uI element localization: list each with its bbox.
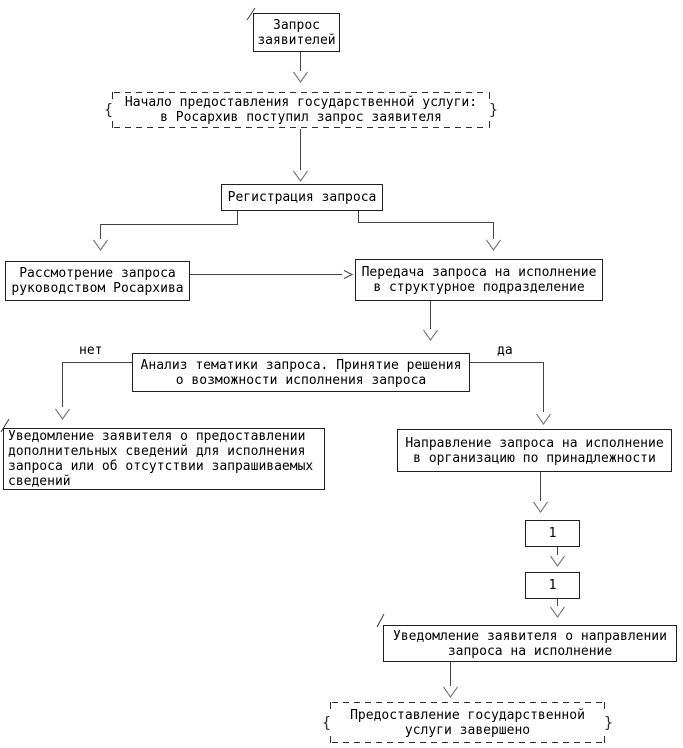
corner-tick	[330, 736, 331, 743]
right-brace: }	[488, 100, 498, 119]
arrow-down-icon	[93, 239, 108, 251]
corner-tick	[489, 92, 490, 99]
left-brace: {	[104, 100, 114, 119]
node-label: Рассмотрение запроса руководством Росарх…	[11, 266, 184, 296]
node-label: Начало предоставления государственной ус…	[124, 95, 478, 125]
node-forward-to-org: Направление запроса на исполнение в орга…	[397, 429, 672, 472]
node-applicant-request: Запрос заявителей	[253, 13, 340, 52]
node-label: Передача запроса на исполнение в структу…	[361, 265, 597, 295]
node-label: Запрос заявителей	[257, 17, 336, 48]
node-label: Направление запроса на исполнение в орга…	[405, 435, 664, 466]
arrow-down-icon	[55, 408, 70, 420]
node-registration: Регистрация запроса	[221, 184, 383, 211]
node-service-end: { } Предоставление государственной услуг…	[322, 702, 613, 743]
node-label: 1	[548, 578, 557, 593]
arrow-down-icon	[486, 239, 501, 251]
arrow-down-icon	[423, 329, 438, 341]
arrow-down-icon	[550, 606, 565, 618]
right-brace: }	[603, 713, 613, 731]
arrow-down-icon	[533, 501, 548, 513]
branch-label-yes: да	[497, 343, 513, 358]
corner-tick	[330, 702, 331, 709]
dashed-border	[332, 702, 603, 703]
corner-tick	[112, 92, 113, 99]
arrow-down-icon	[443, 686, 458, 698]
connector-registration-to-review	[100, 211, 238, 239]
corner-tick	[489, 121, 490, 128]
node-label: Уведомление заявителя о направлении запр…	[393, 628, 667, 659]
node-label: Анализ тематики запроса. Принятие решени…	[140, 357, 462, 388]
dashed-border	[332, 742, 603, 743]
node-review-by-management: Рассмотрение запроса руководством Росарх…	[5, 261, 190, 301]
node-page-connector-1: 1	[525, 520, 580, 547]
connector-registration-to-transfer	[358, 211, 494, 239]
node-notify-additional-info: Уведомление заявителя о предоставлении д…	[3, 428, 325, 490]
dashed-border	[114, 127, 488, 128]
node-service-start: { } Начало предоставления государственно…	[104, 92, 498, 128]
arrow-right-icon	[343, 270, 354, 279]
branch-label-no: нет	[79, 343, 103, 358]
arrowhead-right	[343, 270, 354, 279]
node-label: Уведомление заявителя о предоставлении д…	[8, 429, 314, 489]
arrow-down-icon	[293, 71, 308, 83]
node-page-connector-2: 1	[525, 572, 580, 599]
node-label: Предоставление государственной услуги за…	[350, 707, 585, 738]
left-brace: {	[322, 713, 332, 731]
connector-analysis-yes-branch	[470, 362, 544, 412]
arrow-down-icon	[550, 555, 565, 567]
node-topic-analysis: Анализ тематики запроса. Принятие решени…	[132, 353, 470, 392]
node-notify-request-sent: Уведомление заявителя о направлении запр…	[383, 625, 677, 662]
arrow-down-icon	[536, 413, 551, 425]
connector-analysis-no-branch	[62, 362, 132, 407]
corner-tick	[604, 736, 605, 743]
corner-tick	[112, 121, 113, 128]
dashed-border	[114, 92, 488, 93]
node-label: 1	[548, 526, 557, 541]
node-transfer-to-unit: Передача запроса на исполнение в структу…	[355, 259, 603, 301]
arrow-down-icon	[293, 170, 308, 182]
node-label: Регистрация запроса	[227, 190, 377, 205]
corner-tick	[604, 702, 605, 709]
